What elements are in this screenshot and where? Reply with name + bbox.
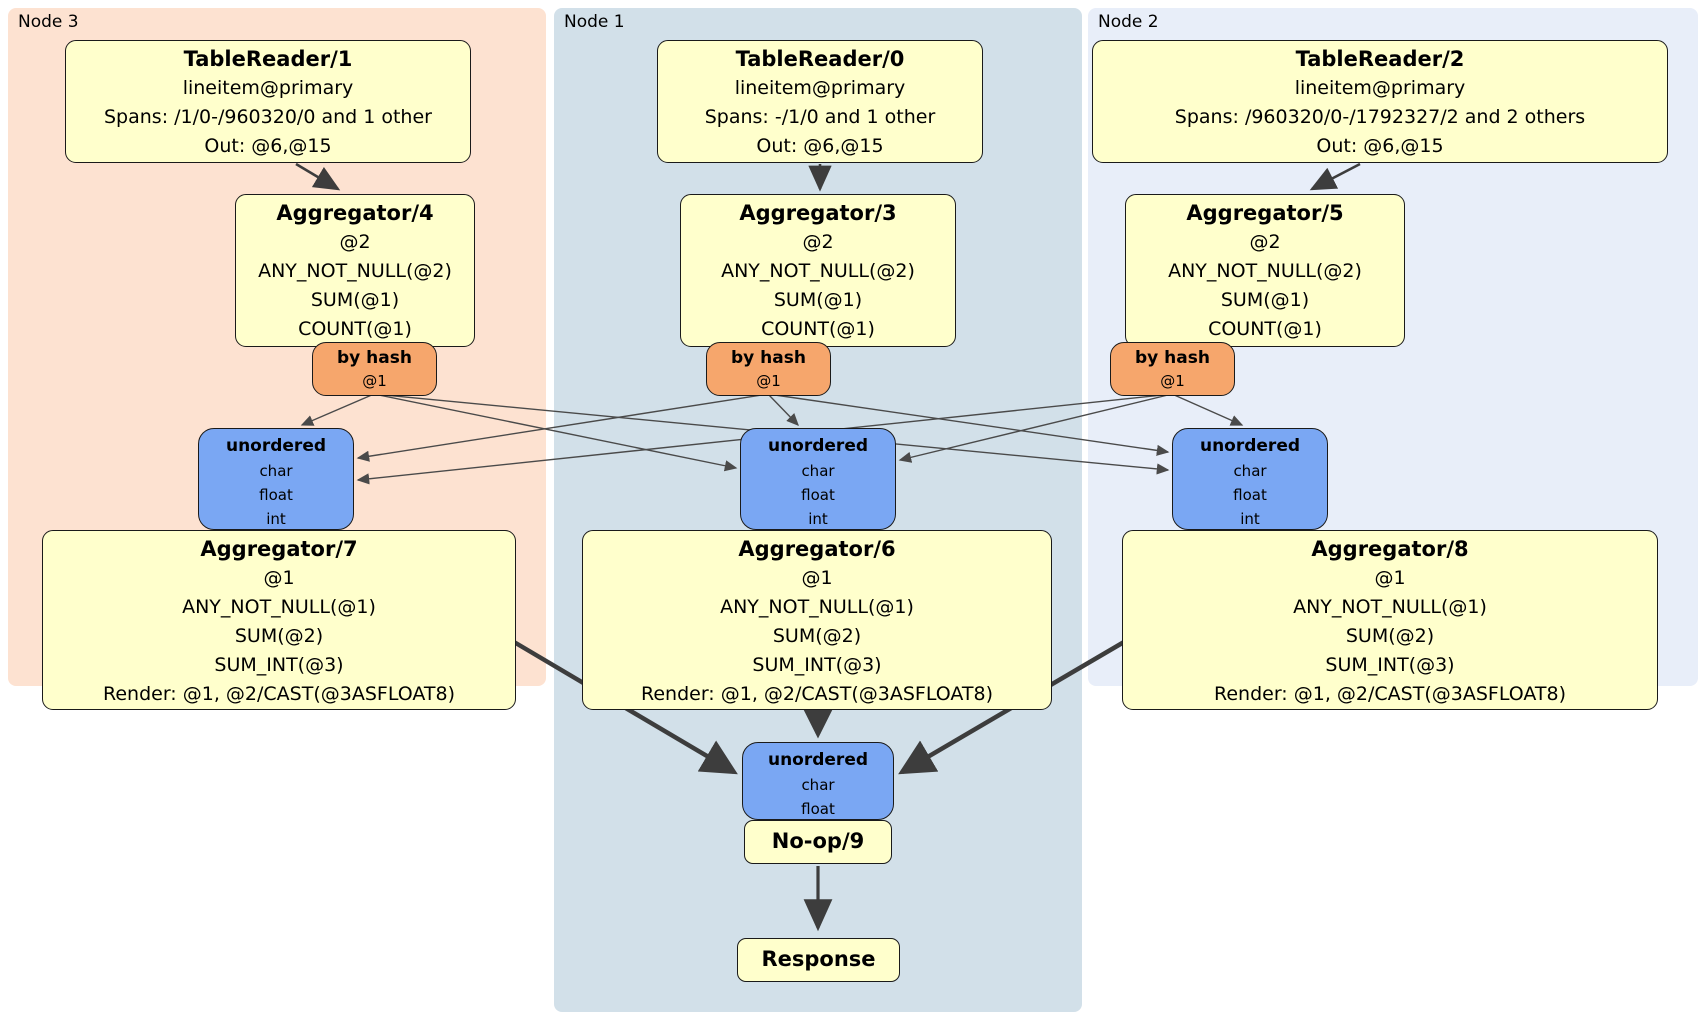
sync-stream: int bbox=[266, 510, 286, 528]
agg-fn: SUM(@1) bbox=[310, 289, 400, 311]
edge-router1-sync1 bbox=[767, 393, 799, 427]
agg-fn: COUNT(@1) bbox=[298, 318, 412, 340]
noop9-box: No-op/9 bbox=[744, 820, 892, 864]
agg-render: Render: @1, @2/CAST(@3ASFLOAT8) bbox=[1214, 683, 1566, 705]
sync-stream: float bbox=[801, 486, 835, 504]
node1-label: Node 1 bbox=[564, 12, 625, 32]
agg-fn: ANY_NOT_NULL(@2) bbox=[1168, 260, 1362, 282]
aggregator4-box: Aggregator/4 @2 ANY_NOT_NULL(@2) SUM(@1)… bbox=[235, 194, 475, 347]
processor-title: Aggregator/6 bbox=[738, 537, 896, 561]
agg-fn: COUNT(@1) bbox=[761, 318, 875, 340]
sync-stream: char bbox=[801, 462, 835, 480]
processor-title: TableReader/0 bbox=[735, 47, 905, 71]
agg-fn: COUNT(@1) bbox=[1208, 318, 1322, 340]
agg-group-col: @1 bbox=[1374, 567, 1406, 589]
unordered-sync-node1: unordered char float int bbox=[740, 428, 896, 530]
processor-table: lineitem@primary bbox=[1294, 77, 1466, 99]
tablereader1-box: TableReader/1 lineitem@primary Spans: /1… bbox=[65, 40, 471, 163]
processor-title: Aggregator/5 bbox=[1186, 201, 1344, 225]
router-title: by hash bbox=[731, 348, 806, 368]
processor-title: TableReader/2 bbox=[1295, 47, 1465, 71]
processor-out: Out: @6,@15 bbox=[1316, 135, 1444, 157]
processor-title: Aggregator/7 bbox=[200, 537, 358, 561]
sync-title: unordered bbox=[225, 436, 327, 456]
hash-router-node3: by hash @1 bbox=[312, 342, 437, 396]
sync-stream: int bbox=[808, 510, 828, 528]
processor-table: lineitem@primary bbox=[734, 77, 906, 99]
router-title: by hash bbox=[337, 348, 412, 368]
sync-stream: float bbox=[259, 486, 293, 504]
agg-group-col: @2 bbox=[802, 231, 834, 253]
agg-group-col: @1 bbox=[801, 567, 833, 589]
processor-title: Response bbox=[761, 947, 876, 971]
agg-render: Render: @1, @2/CAST(@3ASFLOAT8) bbox=[641, 683, 993, 705]
hash-router-node2: by hash @1 bbox=[1110, 342, 1235, 396]
processor-title: Aggregator/3 bbox=[739, 201, 897, 225]
router-detail: @1 bbox=[1160, 372, 1185, 390]
tablereader2-box: TableReader/2 lineitem@primary Spans: /9… bbox=[1092, 40, 1668, 163]
edge-router1-sync3 bbox=[356, 393, 769, 462]
agg-fn: SUM(@2) bbox=[1345, 625, 1435, 647]
processor-spans: Spans: /960320/0-/1792327/2 and 2 others bbox=[1174, 106, 1586, 128]
sync-title: unordered bbox=[767, 436, 869, 456]
sync-stream: char bbox=[1233, 462, 1267, 480]
edge-router1-sync2 bbox=[767, 393, 1170, 456]
sync-title: unordered bbox=[767, 750, 869, 770]
agg-fn: ANY_NOT_NULL(@1) bbox=[720, 596, 914, 618]
agg-fn: ANY_NOT_NULL(@2) bbox=[258, 260, 452, 282]
processor-out: Out: @6,@15 bbox=[204, 135, 332, 157]
edge-tr2-agg5 bbox=[1309, 162, 1361, 191]
response-box: Response bbox=[737, 938, 900, 982]
aggregator7-box: Aggregator/7 @1 ANY_NOT_NULL(@1) SUM(@2)… bbox=[42, 530, 516, 710]
agg-group-col: @1 bbox=[263, 567, 295, 589]
sync-stream: float bbox=[1233, 486, 1267, 504]
hash-router-node1: by hash @1 bbox=[706, 342, 831, 396]
node2-label: Node 2 bbox=[1098, 12, 1159, 32]
sync-stream: int bbox=[1240, 510, 1260, 528]
edge-router3-sync1 bbox=[373, 393, 738, 472]
tablereader0-box: TableReader/0 lineitem@primary Spans: -/… bbox=[657, 40, 983, 163]
processor-title: TableReader/1 bbox=[183, 47, 353, 71]
edge-router2-sync1 bbox=[898, 393, 1173, 463]
sync-stream: float bbox=[801, 800, 835, 818]
aggregator6-box: Aggregator/6 @1 ANY_NOT_NULL(@1) SUM(@2)… bbox=[582, 530, 1052, 710]
agg-fn: SUM(@2) bbox=[772, 625, 862, 647]
router-detail: @1 bbox=[756, 372, 781, 390]
router-title: by hash bbox=[1135, 348, 1210, 368]
aggregator8-box: Aggregator/8 @1 ANY_NOT_NULL(@1) SUM(@2)… bbox=[1122, 530, 1658, 710]
agg-fn: ANY_NOT_NULL(@2) bbox=[721, 260, 915, 282]
processor-out: Out: @6,@15 bbox=[756, 135, 884, 157]
agg-render: Render: @1, @2/CAST(@3ASFLOAT8) bbox=[103, 683, 455, 705]
agg-fn: SUM(@2) bbox=[234, 625, 324, 647]
processor-title: Aggregator/8 bbox=[1311, 537, 1469, 561]
edge-router3-sync3 bbox=[300, 393, 375, 426]
agg-fn: SUM(@1) bbox=[773, 289, 863, 311]
sync-stream: char bbox=[801, 776, 835, 794]
agg-fn: SUM_INT(@3) bbox=[214, 654, 344, 676]
unordered-sync-node3: unordered char float int bbox=[198, 428, 354, 530]
agg-group-col: @2 bbox=[1249, 231, 1281, 253]
processor-title: Aggregator/4 bbox=[276, 201, 434, 225]
agg-fn: SUM(@1) bbox=[1220, 289, 1310, 311]
node3-label: Node 3 bbox=[18, 12, 79, 32]
edge-router2-sync2 bbox=[1171, 393, 1244, 426]
router-detail: @1 bbox=[362, 372, 387, 390]
processor-spans: Spans: -/1/0 and 1 other bbox=[704, 106, 936, 128]
agg-fn: SUM_INT(@3) bbox=[752, 654, 882, 676]
aggregator3-box: Aggregator/3 @2 ANY_NOT_NULL(@2) SUM(@1)… bbox=[680, 194, 956, 347]
agg-fn: SUM_INT(@3) bbox=[1325, 654, 1455, 676]
sync-stream: char bbox=[259, 462, 293, 480]
unordered-sync-node2: unordered char float int bbox=[1172, 428, 1328, 530]
edge-tr1-agg4 bbox=[295, 162, 341, 191]
sync-title: unordered bbox=[1199, 436, 1301, 456]
agg-group-col: @2 bbox=[339, 231, 371, 253]
agg-fn: ANY_NOT_NULL(@1) bbox=[182, 596, 376, 618]
final-unordered-sync: unordered char float bbox=[742, 742, 894, 820]
aggregator5-box: Aggregator/5 @2 ANY_NOT_NULL(@2) SUM(@1)… bbox=[1125, 194, 1405, 347]
processor-spans: Spans: /1/0-/960320/0 and 1 other bbox=[104, 106, 432, 128]
processor-title: No-op/9 bbox=[771, 829, 865, 853]
agg-fn: ANY_NOT_NULL(@1) bbox=[1293, 596, 1487, 618]
processor-table: lineitem@primary bbox=[182, 77, 354, 99]
